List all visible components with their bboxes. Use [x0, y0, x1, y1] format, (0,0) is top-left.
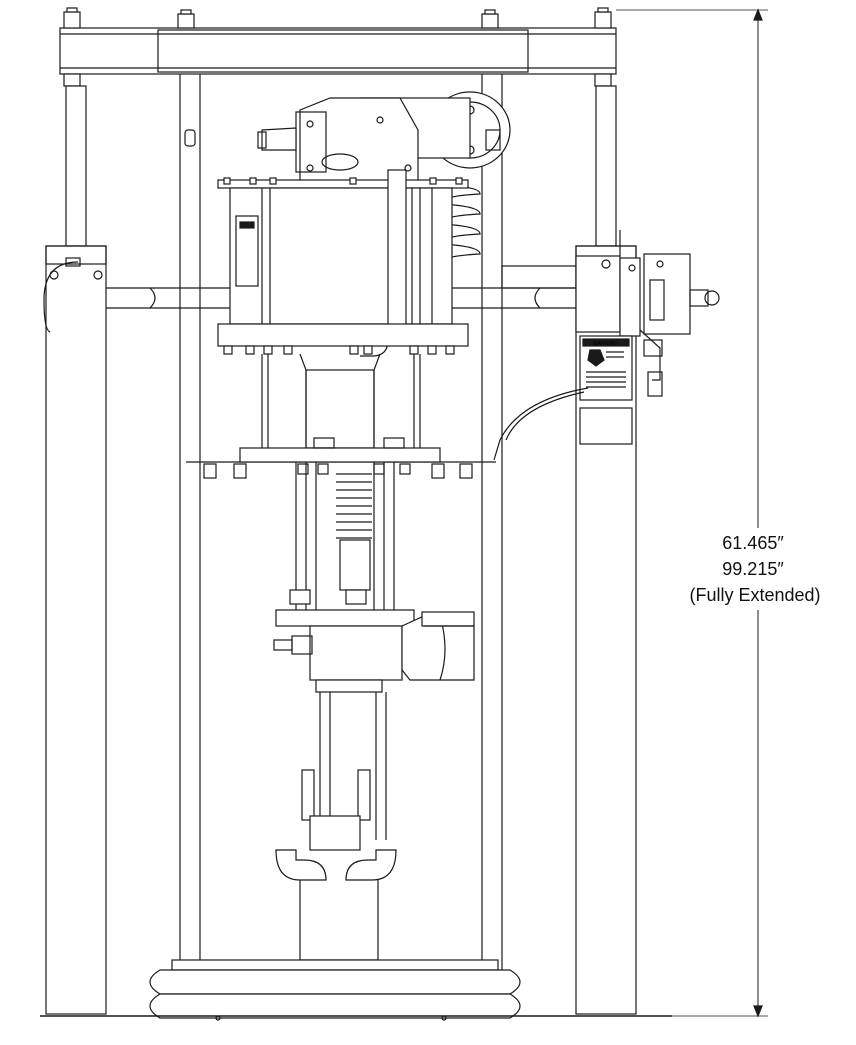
air-regulator	[575, 230, 720, 397]
upper-posts	[65, 74, 617, 1012]
follower-plate	[149, 959, 521, 1021]
coil-spring	[336, 473, 372, 539]
pump-lower	[273, 609, 475, 961]
dimension-extended-note: (Fully Extended)	[658, 580, 852, 610]
warning-label: WARNING	[579, 335, 633, 445]
tie-rods	[261, 353, 421, 449]
warning-label-title: WARNING	[593, 341, 617, 347]
air-hose	[493, 387, 589, 461]
air-motor	[217, 91, 511, 357]
top-crossbar	[59, 7, 617, 87]
top-bolts	[63, 7, 612, 87]
dimension-retracted-height: 61.465″	[696, 528, 810, 558]
pump-shaft	[289, 462, 395, 610]
height-dimension	[616, 8, 768, 1018]
dimension-extended-height: 99.215″	[696, 554, 810, 584]
cover-plate	[186, 437, 496, 479]
